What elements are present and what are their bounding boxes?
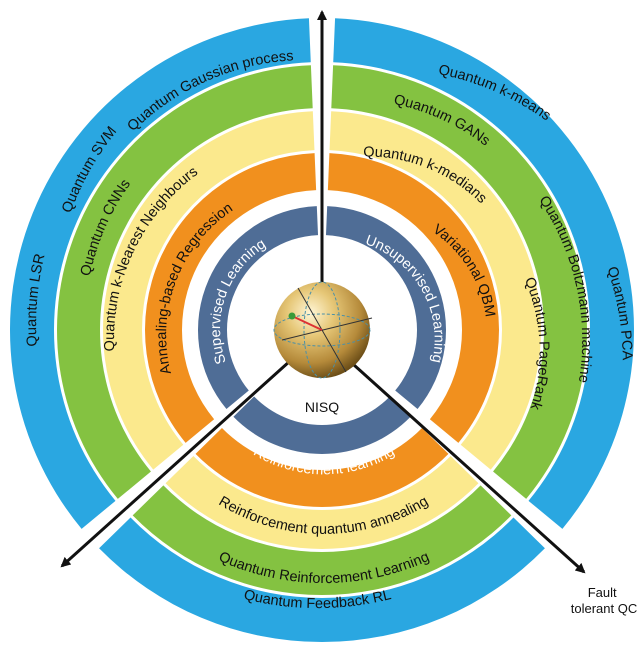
concentric-rings <box>10 18 634 642</box>
quantum-sphere-icon <box>273 281 373 379</box>
ring-green-right <box>331 65 588 499</box>
ring-yellow-right <box>329 111 541 470</box>
ring-slate-right <box>325 206 446 410</box>
ring-blue-right <box>333 18 634 529</box>
ring-yellow-left <box>102 111 315 470</box>
ring-slate-bottom <box>233 396 411 454</box>
ring-yellow-bottom <box>165 455 479 549</box>
ring-slate-left <box>197 206 319 410</box>
label-supervised-learning: Supervised Learning <box>208 236 269 366</box>
axis-arrows <box>60 10 586 574</box>
ring-green-left <box>56 65 313 499</box>
ring-green-bottom <box>132 485 512 596</box>
arrow-down-left <box>60 350 302 568</box>
ring-orange-right <box>327 153 499 443</box>
label-unsupervised-learning: Unsupervised Learning <box>363 233 446 365</box>
ring-orange-left <box>145 153 317 443</box>
arrow-down-right <box>342 354 586 574</box>
fault-tolerant-label: Fault tolerant QC <box>571 585 637 616</box>
ring-blue-left <box>10 18 311 529</box>
ring-orange-bottom <box>195 427 449 508</box>
ring-blue-bottom <box>99 517 545 642</box>
center-label: NISQ <box>305 399 339 415</box>
